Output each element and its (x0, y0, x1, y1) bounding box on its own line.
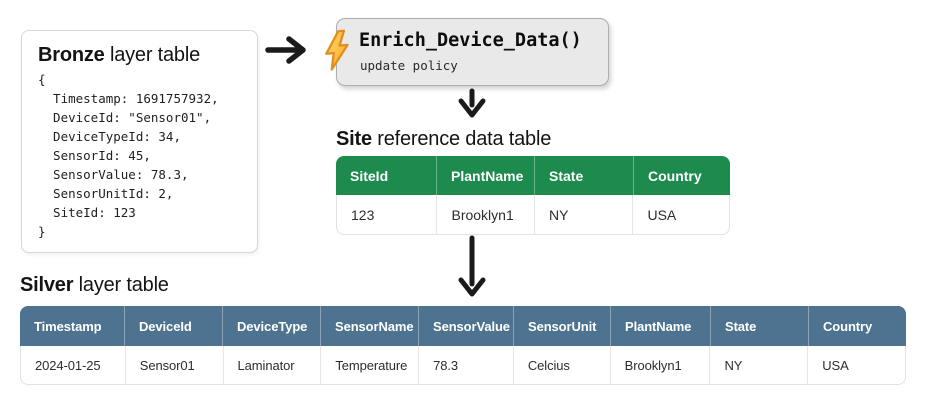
bronze-title-bold: Bronze (38, 44, 105, 66)
column-header: Country (633, 156, 730, 195)
column-header: DeviceId (124, 306, 222, 346)
table-cell: Sensor01 (124, 346, 223, 384)
function-name: Enrich_Device_Data() (359, 30, 582, 51)
site-title-bold: Site (336, 128, 372, 150)
column-header: SiteId (350, 167, 389, 184)
enrich-function-box: Enrich_Device_Data() update policy (336, 18, 609, 86)
table-cell: 2024-01-25 (35, 357, 101, 373)
column-header: Timestamp (34, 318, 102, 334)
table-cell: NY (709, 346, 807, 384)
silver-layer-table: Timestamp DeviceId DeviceType SensorName… (20, 306, 906, 385)
arrow-down-icon (458, 88, 486, 118)
silver-table-title: Silver layer table (20, 274, 169, 297)
site-reference-table: SiteId PlantName State Country 123 Brook… (336, 156, 730, 235)
site-title-rest: reference data table (371, 128, 552, 150)
lightning-icon (325, 29, 349, 71)
table-cell: Brooklyn1 (609, 346, 710, 384)
bronze-layer-panel: Bronze layer table { Timestamp: 16917579… (21, 30, 258, 253)
table-cell: USA (807, 346, 905, 384)
column-header: SensorValue (418, 306, 513, 346)
update-policy-label: update policy (360, 58, 458, 73)
column-header: SensorUnit (513, 306, 610, 346)
silver-title-bold: Silver (20, 274, 74, 296)
table-row: 123 Brooklyn1 NY USA (336, 195, 730, 235)
table-cell: Brooklyn1 (436, 195, 534, 234)
bronze-panel-title: Bronze layer table (38, 44, 241, 67)
arrow-down-icon (458, 235, 486, 297)
column-header: Country (808, 306, 906, 346)
silver-table-header-row: Timestamp DeviceId DeviceType SensorName… (20, 306, 906, 346)
table-cell: Temperature (320, 346, 418, 384)
silver-title-rest: layer table (73, 274, 169, 296)
column-header: SensorName (320, 306, 418, 346)
table-cell: USA (632, 195, 729, 234)
table-cell: Celcius (512, 346, 610, 384)
table-row: 2024-01-25 Sensor01 Laminator Temperatur… (20, 346, 906, 385)
table-cell: 78.3 (418, 346, 513, 384)
site-table-title: Site reference data table (336, 128, 551, 151)
table-cell: 123 (351, 206, 375, 223)
column-header: State (534, 156, 633, 195)
table-cell: Laminator (222, 346, 321, 384)
arrow-right-icon (265, 36, 306, 64)
bronze-json-code: { Timestamp: 1691757932, DeviceId: "Sens… (38, 72, 219, 239)
column-header: DeviceType (222, 306, 320, 346)
column-header: PlantName (610, 306, 710, 346)
bronze-title-rest: layer table (104, 44, 201, 66)
table-cell: NY (533, 195, 633, 234)
column-header: PlantName (436, 156, 534, 195)
column-header: State (710, 306, 808, 346)
site-table-header-row: SiteId PlantName State Country (336, 156, 730, 195)
